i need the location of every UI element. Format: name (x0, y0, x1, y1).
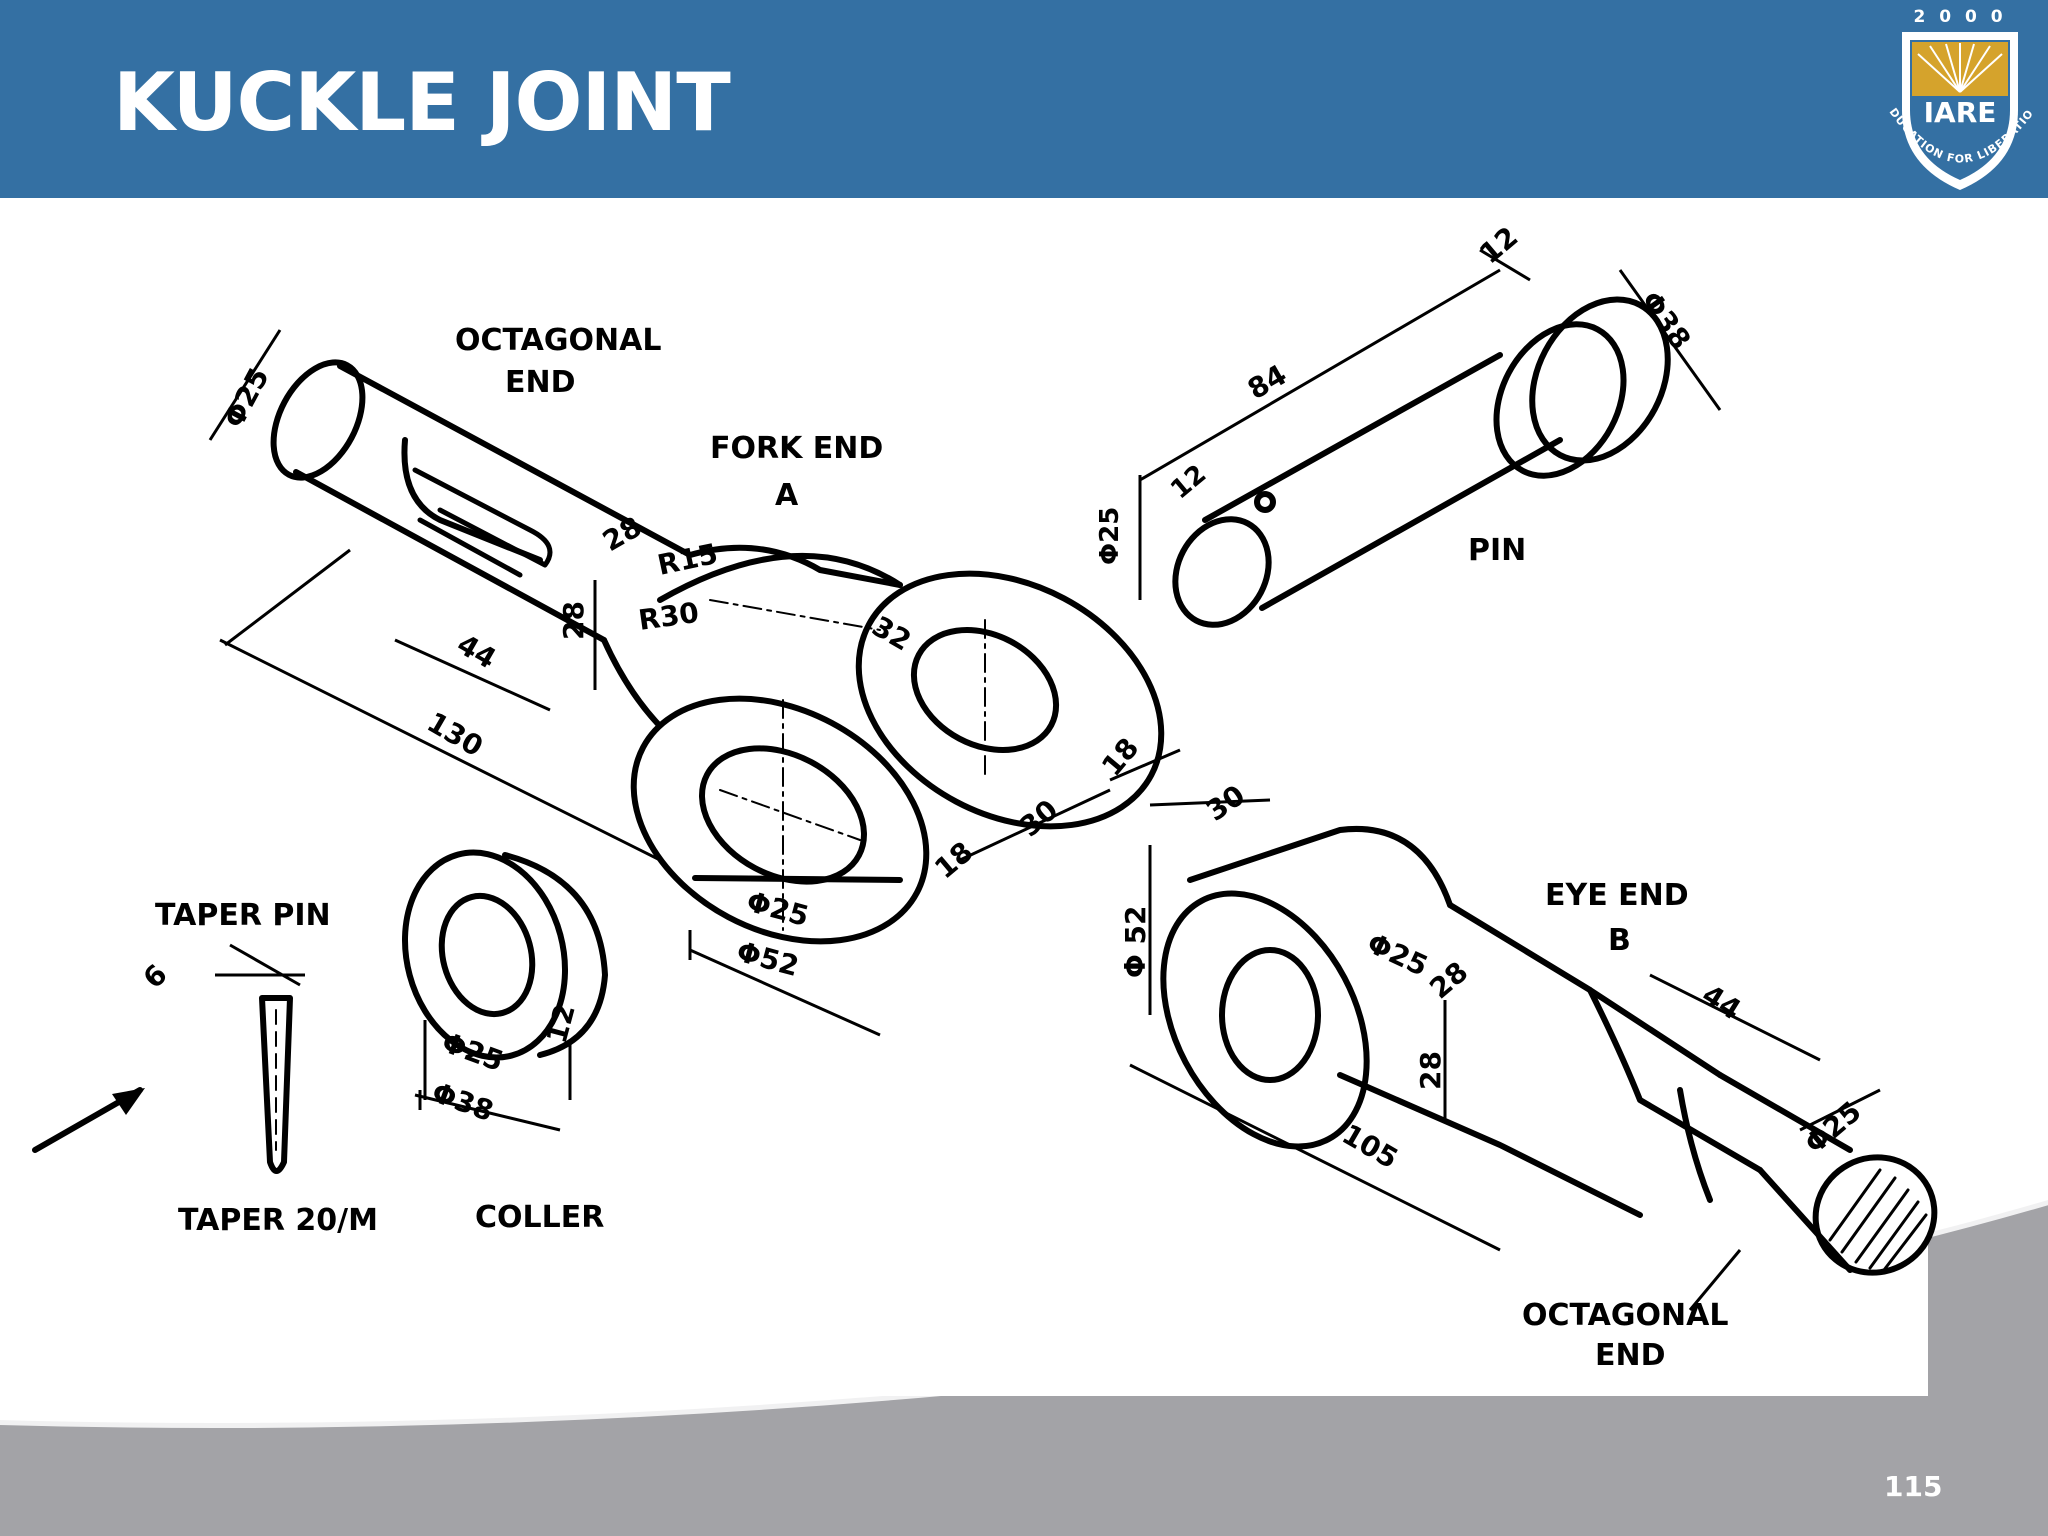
dim-eye-28-side: 28 (1414, 1051, 1447, 1090)
label-eye-end: EYE END (1545, 878, 1689, 913)
dim-eye-52: Φ 52 (1119, 905, 1152, 978)
dim-pin-dia: Φ25 (1095, 507, 1125, 565)
logo-name: IARE (1924, 96, 1997, 129)
label-fork-end-letter: A (775, 478, 799, 513)
dim-fork-28-side: 28 (557, 601, 590, 640)
taper-pin (259, 995, 293, 1174)
logo-sun-rays-icon (1917, 43, 2003, 93)
label-eye-end-letter: B (1608, 923, 1631, 958)
fork-centre-lines (709, 599, 986, 931)
label-octagonal-end-bottom-2: END (1595, 1338, 1666, 1373)
label-octagonal-end-bottom-1: OCTAGONAL (1522, 1298, 1728, 1333)
label-taper-note: TAPER 20/M (178, 1203, 378, 1238)
label-octagonal-end-top-1: OCTAGONAL (455, 323, 661, 358)
collar (401, 849, 608, 1061)
slide-title: KUCKLE JOINT (113, 56, 731, 149)
knuckle-joint-drawing: OCTAGONAL END FORK END A PIN EYE END B T… (0, 200, 2048, 1536)
eye-end (1160, 826, 1938, 1276)
label-taper-pin: TAPER PIN (155, 898, 331, 933)
fork-end (270, 359, 1165, 945)
fork-octagonal-flats (412, 467, 553, 578)
footer-wave (0, 1200, 2048, 1536)
page-number: 115 (1884, 1470, 1943, 1503)
direction-arrowhead-icon (112, 1088, 145, 1115)
label-fork-end: FORK END (710, 431, 883, 466)
label-octagonal-end-top-2: END (505, 365, 576, 400)
dimension-lines (208, 248, 1881, 1311)
label-collar: COLLER (475, 1200, 604, 1235)
label-pin: PIN (1468, 533, 1526, 568)
pin (1172, 296, 1671, 628)
eye-rod-hatching (1828, 1168, 1928, 1272)
logo-year: 2 0 0 0 (1913, 7, 2006, 27)
